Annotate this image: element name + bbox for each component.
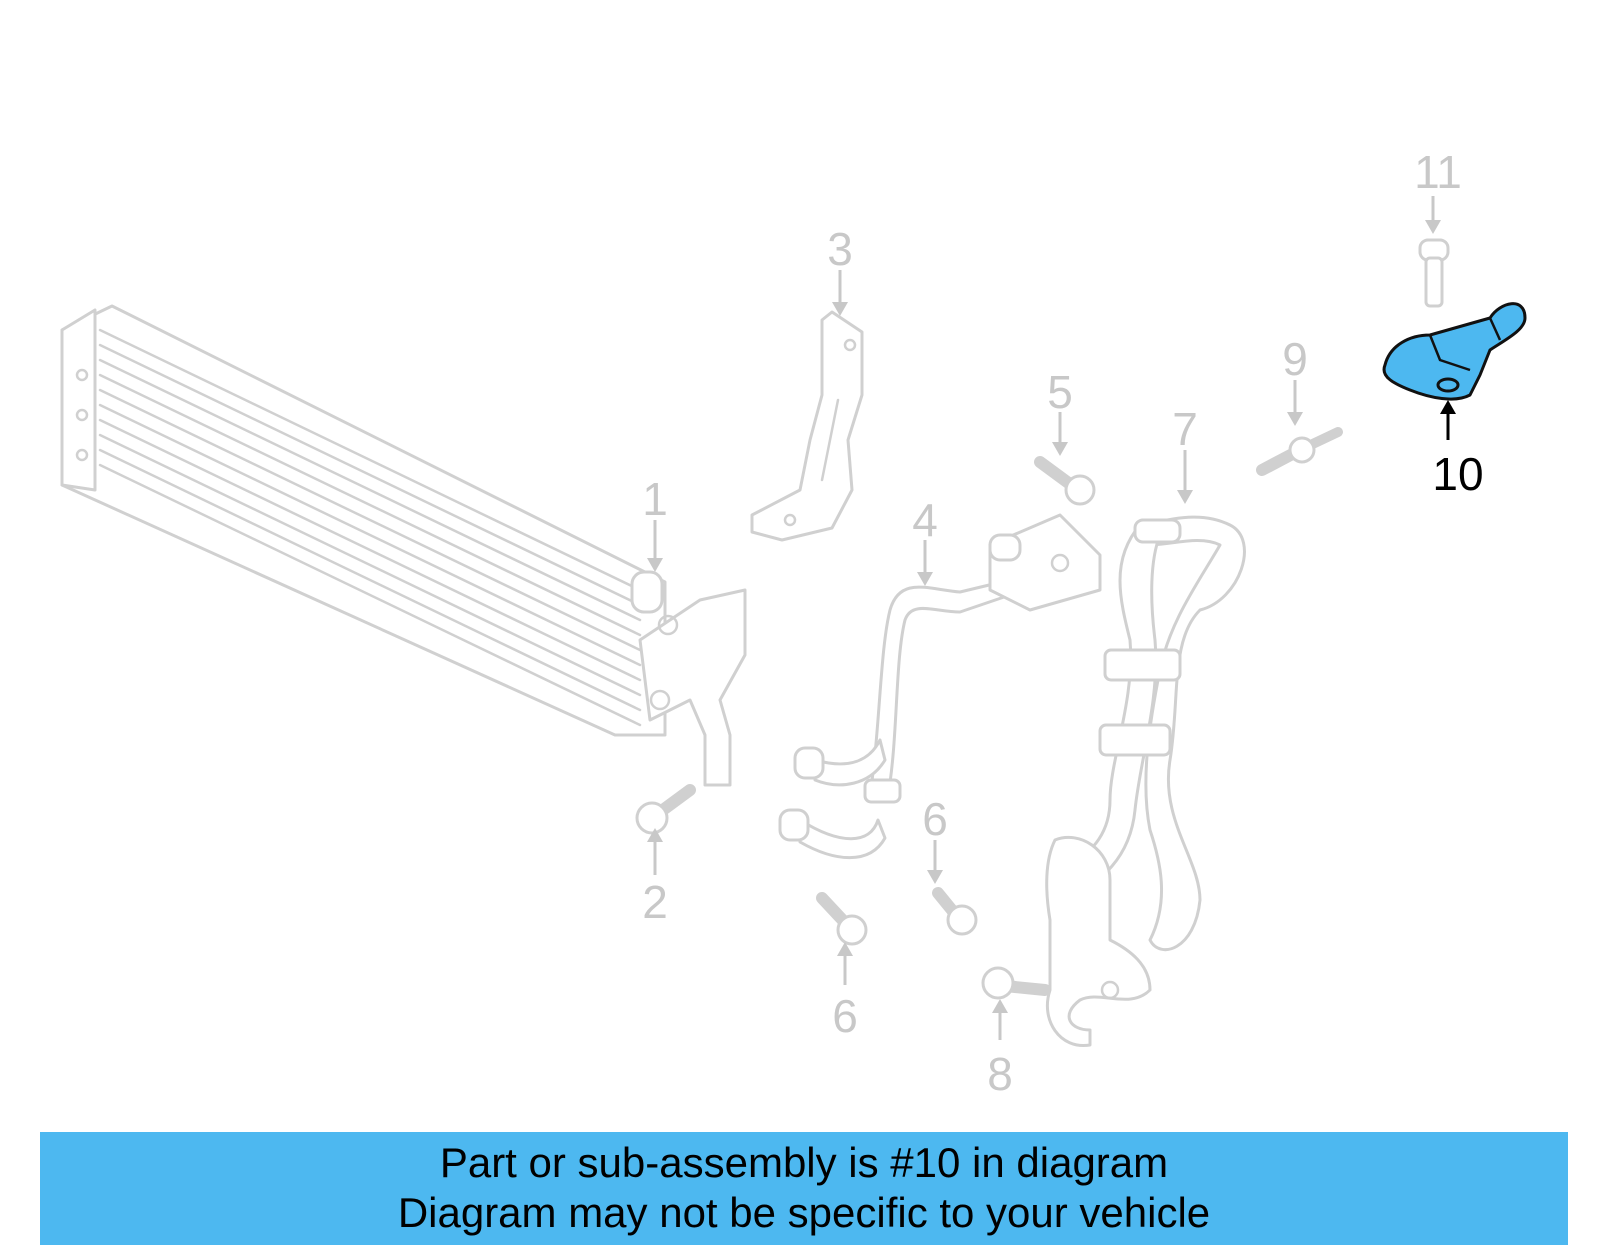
callout-3: 3 xyxy=(827,223,853,275)
part-3-bracket xyxy=(750,310,864,542)
part-7-hose xyxy=(1045,515,1246,1047)
part-5-bolt xyxy=(1034,456,1096,506)
callout-10: 10 xyxy=(1432,448,1483,500)
info-banner: Part or sub-assembly is #10 in diagram D… xyxy=(40,1132,1568,1245)
part-6-bolt-b xyxy=(932,887,978,936)
callout-7: 7 xyxy=(1172,403,1198,455)
callout-4: 4 xyxy=(912,494,938,546)
callout-11: 11 xyxy=(1414,146,1462,198)
part-9-stud xyxy=(1256,427,1343,476)
part-1-cooler xyxy=(60,304,747,787)
banner-line-part: Part or sub-assembly is #10 in diagram xyxy=(439,1139,1169,1186)
callout-labels: 1 2 3 4 5 6 6 7 8 9 10 11 xyxy=(642,146,1483,1100)
callout-5: 5 xyxy=(1047,366,1073,418)
banner-line-disclaimer: Diagram may not be specific to your vehi… xyxy=(397,1189,1211,1236)
part-6-bolt-a xyxy=(816,892,868,946)
callout-6-lower: 6 xyxy=(832,990,858,1042)
callout-8: 8 xyxy=(987,1048,1013,1100)
callout-6-upper: 6 xyxy=(922,793,948,845)
part-11-bolt xyxy=(1418,238,1450,308)
callout-9: 9 xyxy=(1282,333,1308,385)
part-2-bolt xyxy=(635,784,696,835)
callout-arrows xyxy=(647,196,1456,1040)
callout-1: 1 xyxy=(642,473,668,525)
part-4-tube xyxy=(778,513,1102,860)
part-10-bracket-highlighted xyxy=(1382,302,1527,401)
callout-2: 2 xyxy=(642,876,668,928)
part-8-bolt xyxy=(981,966,1051,1000)
